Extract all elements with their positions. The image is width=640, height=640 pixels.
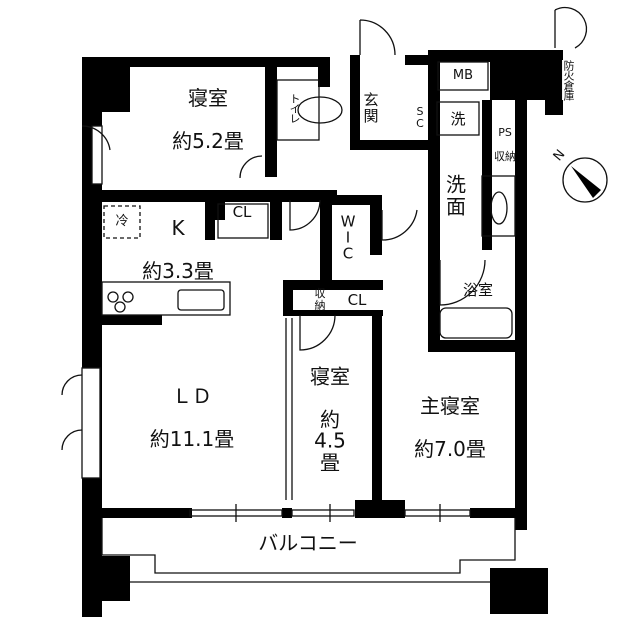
room-washroom: 洗 面 — [446, 172, 466, 218]
room-size: 約3.3畳 — [142, 258, 214, 283]
fixture-pipe-space: PS — [498, 126, 512, 140]
room-bedroom-nw: 寝室 約5.2畳 — [172, 66, 244, 174]
room-kitchen: K 約3.3畳 — [142, 196, 214, 304]
room-name: 主寝室 — [420, 393, 480, 418]
room-name: 寝室 — [310, 364, 350, 389]
room-name: 寝室 — [188, 85, 228, 110]
fixture-fireproof-storage: 防火倉庫 — [561, 60, 575, 100]
room-entrance: 玄 関 — [363, 90, 379, 125]
room-size: 約7.0畳 — [414, 436, 486, 461]
fixture-storage-wash: 収納 — [494, 150, 516, 164]
compass-icon — [562, 157, 608, 203]
room-living-dining: ＬＤ 約11.1畳 — [150, 364, 235, 472]
room-master-bedroom: 主寝室 約7.0畳 — [414, 374, 486, 482]
fixture-storage-mid: 収 納 — [314, 287, 326, 312]
fixture-closet-mid: CL — [347, 290, 367, 309]
fixture-meter-box: MB — [452, 67, 474, 83]
room-walk-in-closet: W I C — [340, 212, 356, 264]
room-name: ＬＤ — [172, 383, 212, 408]
fixture-refrigerator: 冷 — [115, 213, 129, 229]
room-bathroom: 浴室 — [462, 280, 494, 299]
room-size: 約5.2畳 — [172, 128, 244, 153]
fixture-washing-machine: 洗 — [450, 109, 466, 128]
room-bedroom-mid: 寝室 約 4.5 畳 — [310, 344, 350, 495]
room-balcony: バルコニー — [258, 531, 358, 556]
room-toilet: トイレ — [287, 93, 301, 123]
room-name: K — [171, 215, 185, 240]
fixture-closet-top: CL — [232, 202, 252, 221]
room-size: 約11.1畳 — [149, 426, 235, 451]
room-size: 約 4.5 畳 — [314, 407, 346, 475]
fixture-shoe-closet: S C — [416, 105, 424, 130]
thin-lines — [61, 6, 588, 583]
